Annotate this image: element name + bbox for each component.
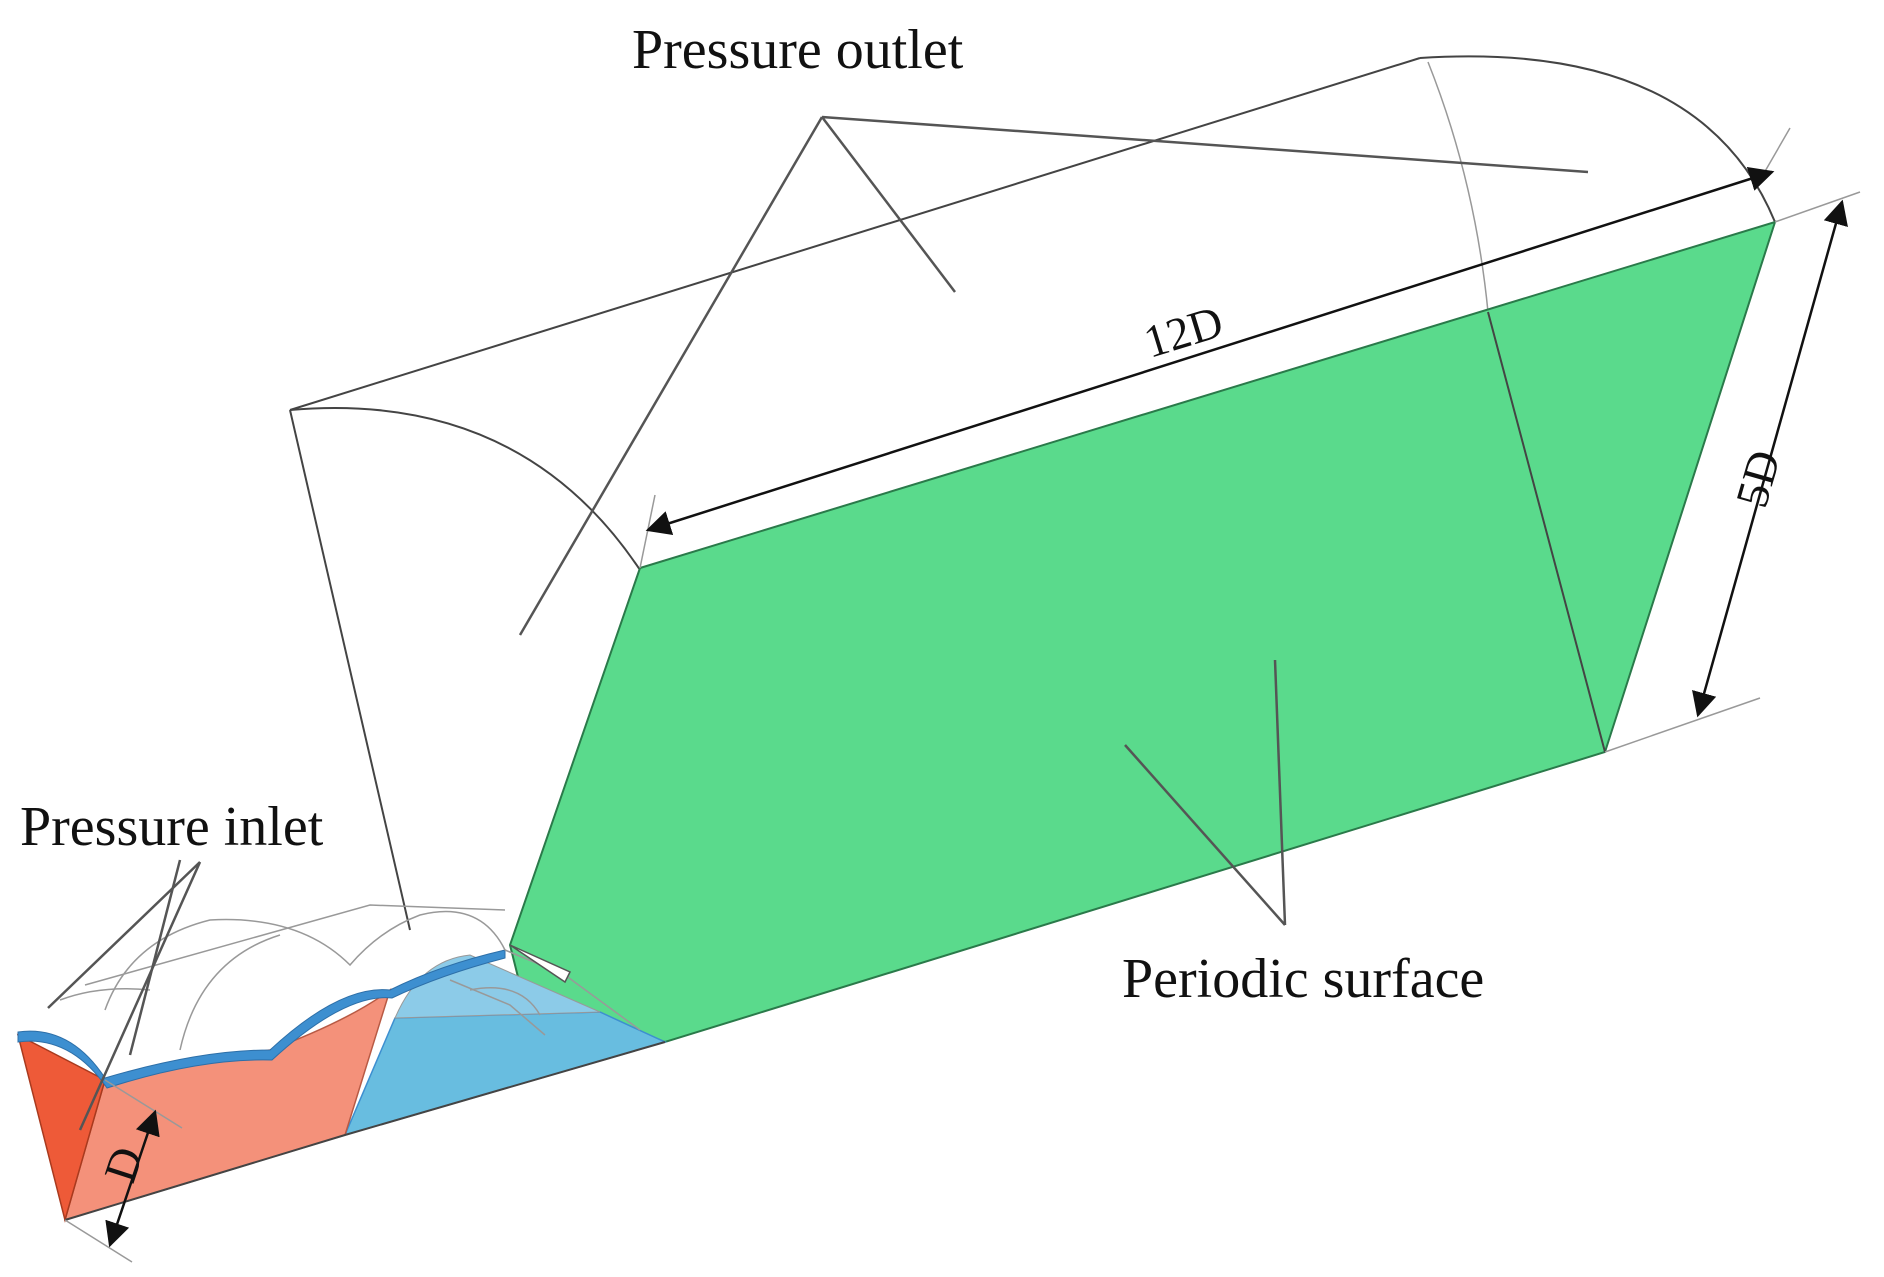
- pressure-outlet-label: Pressure outlet: [632, 19, 964, 81]
- inlet-bottom-blue-face: [343, 1011, 668, 1137]
- inlet-dome-base: [59, 988, 151, 1001]
- inlet-dome-3: [84, 904, 506, 986]
- periodic-surface-face: [508, 220, 1777, 1044]
- inlet-hub-spike: [509, 944, 572, 984]
- dim-12d-ext-left: [639, 494, 656, 569]
- outlet-left-vertical: [289, 409, 411, 931]
- inlet-hub-detail-1: [449, 979, 546, 1036]
- inlet-leader-1: [47, 861, 201, 1009]
- dim-d-ext-top: [104, 1079, 183, 1129]
- dim-d-arrow: [105, 1109, 160, 1248]
- dim-d-ext-bottom: [64, 1219, 133, 1263]
- inlet-front-face: [16, 1033, 106, 1223]
- periodic-surface: [508, 220, 1777, 1044]
- outlet-top-left-edge: [289, 57, 1421, 411]
- periodic-surface-label: Periodic surface: [1122, 948, 1484, 1010]
- height-dimension-label: 5D: [1726, 445, 1791, 513]
- dim-12d-arrow: [645, 166, 1775, 536]
- outlet-leader-2: [821, 116, 956, 293]
- inlet-top-blade-strip: [17, 949, 506, 1089]
- periodic-leader-2: [1124, 744, 1286, 926]
- dimension-lines: [64, 127, 1861, 1263]
- inlet-leader-2: [78, 861, 202, 1131]
- dim-5d-ext-bottom: [1604, 697, 1761, 753]
- inlet-leader-3: [128, 859, 182, 1056]
- dim-12d-ext-right: [1759, 127, 1791, 181]
- dim-5d-ext-top: [1774, 191, 1861, 223]
- outlet-back-vertical: [1427, 61, 1489, 313]
- periodic-leader-1: [1273, 659, 1287, 926]
- outlet-front-arc: [289, 407, 641, 571]
- pressure-inlet-label: Pressure inlet: [20, 796, 324, 858]
- outlet-leader-1: [821, 115, 1589, 174]
- dim-5d-arrow: [1692, 199, 1848, 718]
- length-dimension-label: 12D: [1138, 296, 1229, 368]
- inlet-dome-2: [179, 934, 281, 1051]
- outlet-top-arc-back: [1419, 55, 1776, 223]
- inlet-hub-detail-2: [469, 987, 541, 1016]
- inlet-side-face: [63, 988, 392, 1222]
